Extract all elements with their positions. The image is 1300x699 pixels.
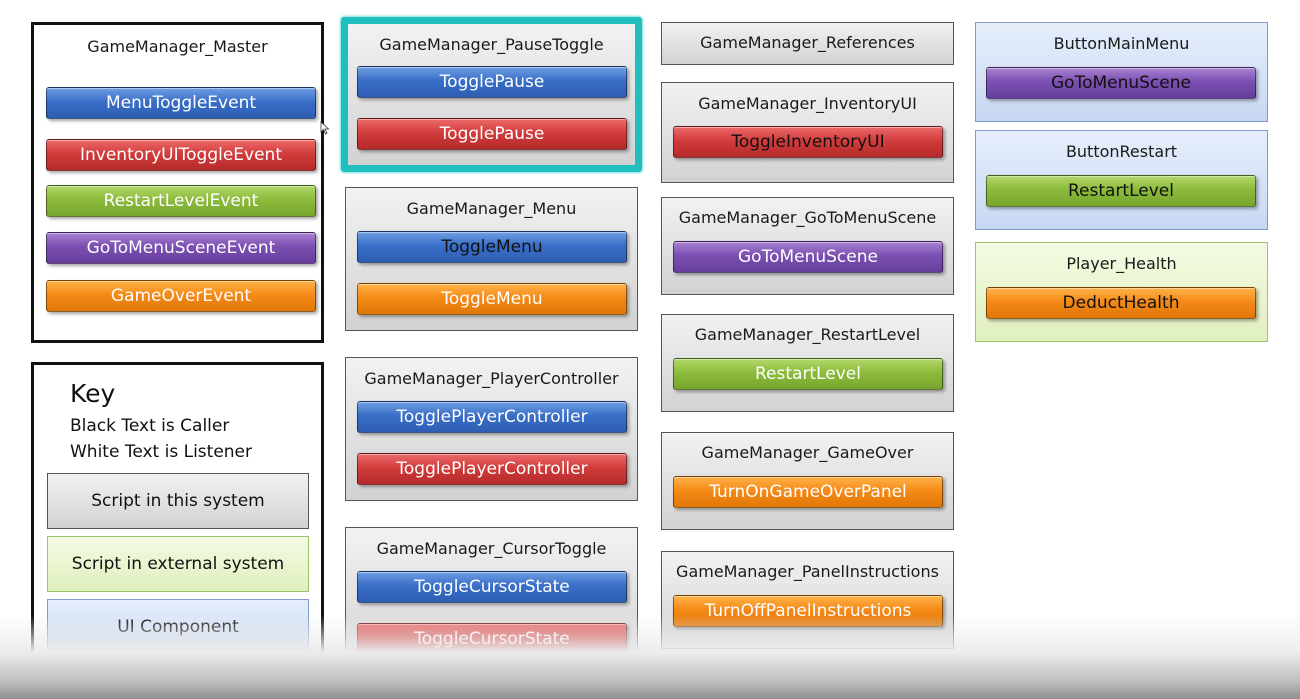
event-bar-toggle-cursor-state: ToggleCursorState <box>357 571 627 603</box>
bottom-gradient-bar <box>0 615 1300 699</box>
event-bar-go-to-menu-scene: GoToMenuScene <box>986 67 1256 99</box>
event-bar-game-over-event: GameOverEvent <box>46 280 316 312</box>
event-bar-restart-level-event: RestartLevelEvent <box>46 185 316 217</box>
component-title: GameManager_GoToMenuScene <box>678 208 937 227</box>
event-bar-toggle-inventory-ui: ToggleInventoryUI <box>673 126 943 158</box>
event-bar-go-to-menu-scene: GoToMenuScene <box>673 241 943 273</box>
component-box-game-manager-inventory-ui: GameManager_InventoryUI ToggleInventoryUI <box>661 82 954 183</box>
event-bar-toggle-player-controller: TogglePlayerController <box>357 401 627 433</box>
event-bar-inventory-uitoggle-event: InventoryUIToggleEvent <box>46 139 316 171</box>
event-bar-toggle-menu: ToggleMenu <box>357 231 627 263</box>
component-title: Player_Health <box>1066 254 1177 273</box>
component-box-game-manager-references: GameManager_References <box>661 22 954 65</box>
legend-system-script: Script in this system <box>47 473 309 529</box>
key-caller-line: Black Text is Caller <box>70 416 230 436</box>
component-title: GameManager_Menu <box>406 199 577 218</box>
component-title: GameManager_References <box>700 33 915 52</box>
legend-external-script: Script in external system <box>47 536 309 592</box>
component-title: GameManager_InventoryUI <box>698 94 917 113</box>
component-title: GameManager_PanelInstructions <box>676 562 939 581</box>
component-title: GameManager_Master <box>87 37 268 56</box>
component-title: GameManager_PauseToggle <box>379 35 604 54</box>
mouse-cursor-icon <box>320 121 330 135</box>
key-listener-line: White Text is Listener <box>70 442 253 462</box>
component-title: ButtonMainMenu <box>1053 34 1190 53</box>
event-bar-toggle-pause: TogglePause <box>357 66 627 98</box>
event-bar-toggle-pause: TogglePause <box>357 118 627 150</box>
component-title: GameManager_PlayerController <box>364 369 619 388</box>
component-title: GameManager_RestartLevel <box>694 325 921 344</box>
event-bar-go-to-menu-scene-event: GoToMenuSceneEvent <box>46 232 316 264</box>
key-heading: Key <box>70 379 116 408</box>
event-bar-restart-level: RestartLevel <box>673 358 943 390</box>
event-bar-toggle-player-controller: TogglePlayerController <box>357 453 627 485</box>
event-bar-restart-level: RestartLevel <box>986 175 1256 207</box>
event-bar-menu-toggle-event: MenuToggleEvent <box>46 87 316 119</box>
event-bar-turn-on-game-over-panel: TurnOnGameOverPanel <box>673 476 943 508</box>
component-title: ButtonRestart <box>1065 142 1178 161</box>
event-bar-toggle-menu: ToggleMenu <box>357 283 627 315</box>
component-title: GameManager_CursorToggle <box>376 539 607 558</box>
component-title: GameManager_GameOver <box>701 443 914 462</box>
event-bar-deduct-health: DeductHealth <box>986 287 1256 319</box>
